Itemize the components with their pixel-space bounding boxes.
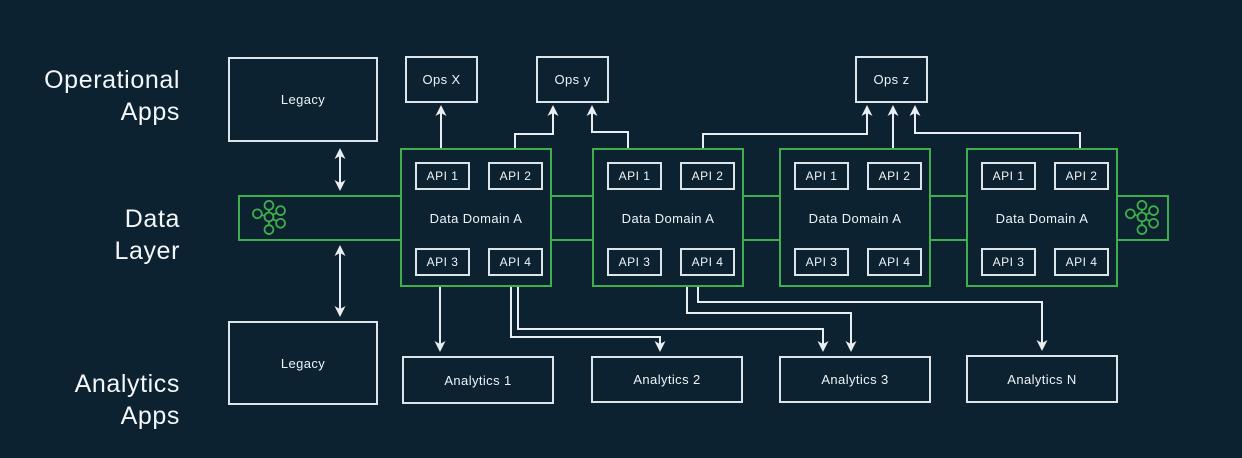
cluster-network-icon bbox=[252, 200, 286, 235]
ops-x-box: Ops X bbox=[405, 56, 478, 103]
row-label-operational-apps: Operational Apps bbox=[0, 64, 180, 128]
cluster-network-icon bbox=[1124, 200, 1159, 235]
row-label-line: Apps bbox=[120, 402, 180, 430]
analytics-3-box: Analytics 3 bbox=[779, 356, 931, 403]
data-domain-1: API 1 API 2 Data Domain A API 3 API 4 bbox=[400, 148, 552, 287]
arrow-d2-analytics3 bbox=[686, 287, 857, 352]
api-box: API 3 bbox=[607, 248, 662, 276]
row-label-line: Operational bbox=[44, 66, 180, 94]
row-label-data-layer: Data Layer bbox=[0, 203, 180, 267]
domain-label: Data Domain A bbox=[429, 211, 523, 226]
ops-z-box: Ops z bbox=[855, 56, 928, 103]
arrow-d2-opsZ bbox=[702, 105, 873, 148]
data-layer-band-left bbox=[238, 195, 402, 241]
api-box: API 4 bbox=[867, 248, 922, 276]
ops-y-label: Ops y bbox=[554, 72, 591, 87]
api-box: API 4 bbox=[680, 248, 735, 276]
data-domain-2: API 1 API 2 Data Domain A API 3 API 4 bbox=[592, 148, 744, 287]
analytics-1-label: Analytics 1 bbox=[444, 372, 512, 388]
arrow-d1-analytics2 bbox=[510, 287, 666, 352]
domain-label: Data Domain A bbox=[995, 211, 1089, 226]
analytics-2-label: Analytics 2 bbox=[633, 372, 701, 387]
domain-label: Data Domain A bbox=[808, 211, 902, 226]
api-box: API 3 bbox=[981, 248, 1036, 276]
row-label-line: Data bbox=[124, 205, 180, 233]
api-box: API 1 bbox=[607, 162, 662, 190]
legacy-bottom-box: Legacy bbox=[228, 321, 378, 405]
arrow-d1-analytics3 bbox=[517, 287, 829, 352]
api-box: API 4 bbox=[1054, 248, 1109, 276]
api-box: API 3 bbox=[794, 248, 849, 276]
legacy-top-box: Legacy bbox=[228, 57, 378, 142]
api-box: API 2 bbox=[488, 162, 543, 190]
analytics-2-box: Analytics 2 bbox=[591, 356, 743, 403]
analytics-n-box: Analytics N bbox=[966, 355, 1118, 403]
ops-z-label: Ops z bbox=[873, 72, 910, 87]
row-label-line: Layer bbox=[114, 237, 180, 265]
api-box: API 1 bbox=[415, 162, 470, 190]
row-label-line: Apps bbox=[120, 98, 180, 126]
row-label-line: Analytics bbox=[74, 370, 180, 398]
api-box: API 1 bbox=[794, 162, 849, 190]
api-box: API 1 bbox=[981, 162, 1036, 190]
data-domain-4: API 1 API 2 Data Domain A API 3 API 4 bbox=[966, 148, 1118, 287]
arrow-d1-opsY bbox=[514, 105, 559, 148]
domain-label: Data Domain A bbox=[621, 211, 715, 226]
data-layer-band-right bbox=[1116, 195, 1169, 241]
row-label-analytics-apps: Analytics Apps bbox=[0, 368, 180, 432]
api-box: API 2 bbox=[680, 162, 735, 190]
ops-y-box: Ops y bbox=[536, 56, 609, 103]
legacy-top-label: Legacy bbox=[280, 92, 326, 107]
legacy-bottom-label: Legacy bbox=[280, 355, 326, 371]
arrow-d4-opsZ bbox=[909, 105, 1081, 148]
analytics-n-label: Analytics N bbox=[1007, 371, 1077, 387]
arrow-d2-analyticsN bbox=[697, 287, 1048, 351]
api-box: API 2 bbox=[1054, 162, 1109, 190]
arrow-d2-opsY bbox=[586, 105, 629, 148]
data-domain-3: API 1 API 2 Data Domain A API 3 API 4 bbox=[779, 148, 931, 287]
api-box: API 3 bbox=[415, 248, 470, 276]
api-box: API 4 bbox=[488, 248, 543, 276]
analytics-1-box: Analytics 1 bbox=[402, 356, 554, 404]
analytics-3-label: Analytics 3 bbox=[821, 372, 889, 387]
api-box: API 2 bbox=[867, 162, 922, 190]
ops-x-label: Ops X bbox=[422, 72, 461, 87]
